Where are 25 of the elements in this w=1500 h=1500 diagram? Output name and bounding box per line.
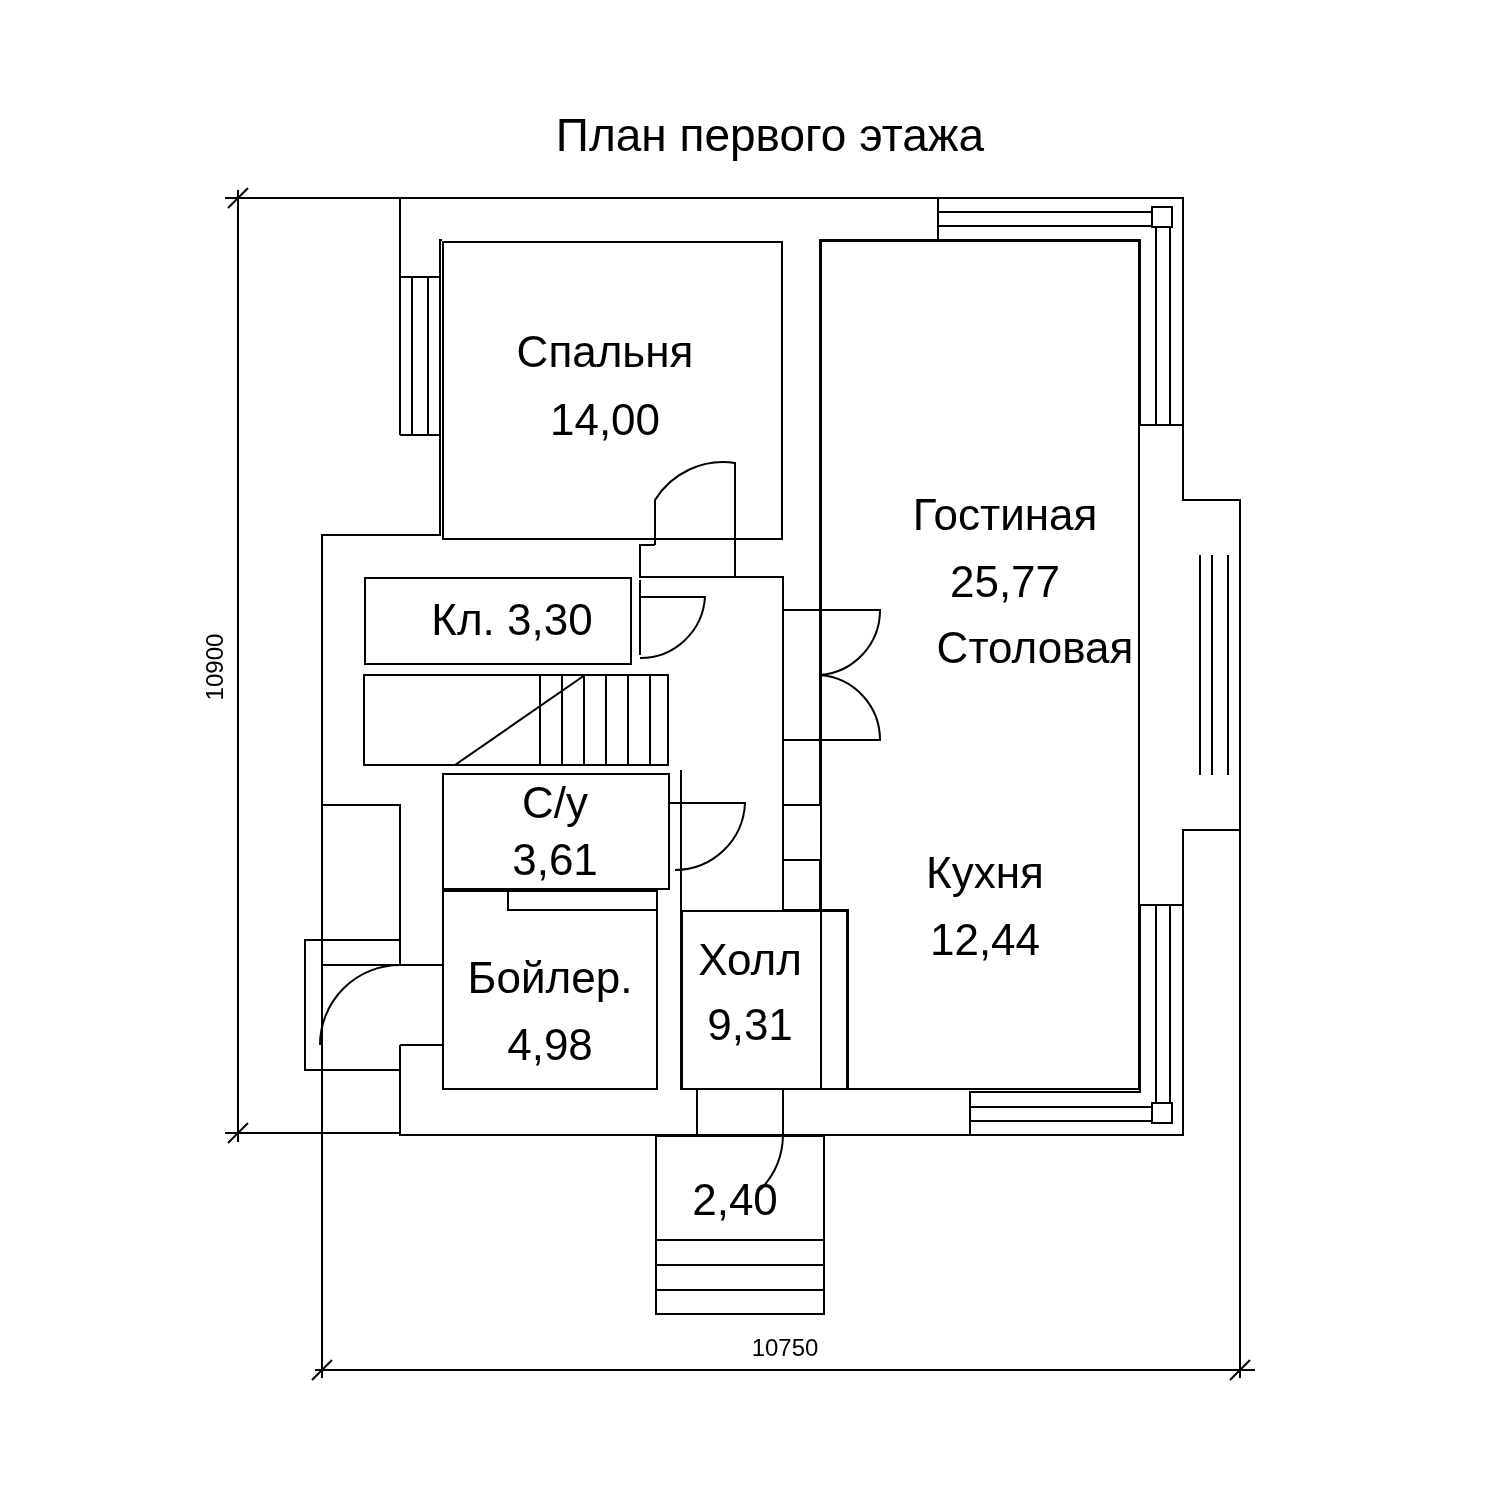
room-outline — [364, 577, 632, 665]
room-label: 3,61 — [512, 838, 598, 882]
porch-outline — [655, 1135, 825, 1315]
room-outline — [820, 240, 1140, 1090]
room-outline — [442, 241, 783, 540]
room-outline — [442, 890, 658, 1090]
room-label: Гостиная — [912, 493, 1098, 537]
room-label: 2,40 — [692, 1178, 778, 1222]
plan-title: План первого этажа — [555, 108, 985, 162]
room-label: С/у — [522, 781, 588, 825]
room-label: 4,98 — [507, 1023, 593, 1067]
room-label: 12,44 — [929, 918, 1041, 962]
room-label: 14,00 — [549, 398, 661, 442]
room-label: Спальня — [516, 330, 694, 374]
room-label: Кухня — [926, 851, 1044, 895]
room-outline — [681, 910, 848, 1090]
room-label: Столовая — [936, 626, 1134, 670]
room-label: Бойлер. — [467, 956, 633, 1000]
room-label: Холл — [698, 938, 802, 982]
room-label: Кл. 3,30 — [431, 598, 593, 642]
dimension-value: 10900 — [203, 633, 227, 701]
room-label: 25,77 — [949, 560, 1061, 604]
room-outline — [442, 773, 670, 890]
dimension-value: 10750 — [751, 1336, 819, 1360]
room-label: 9,31 — [707, 1003, 793, 1047]
